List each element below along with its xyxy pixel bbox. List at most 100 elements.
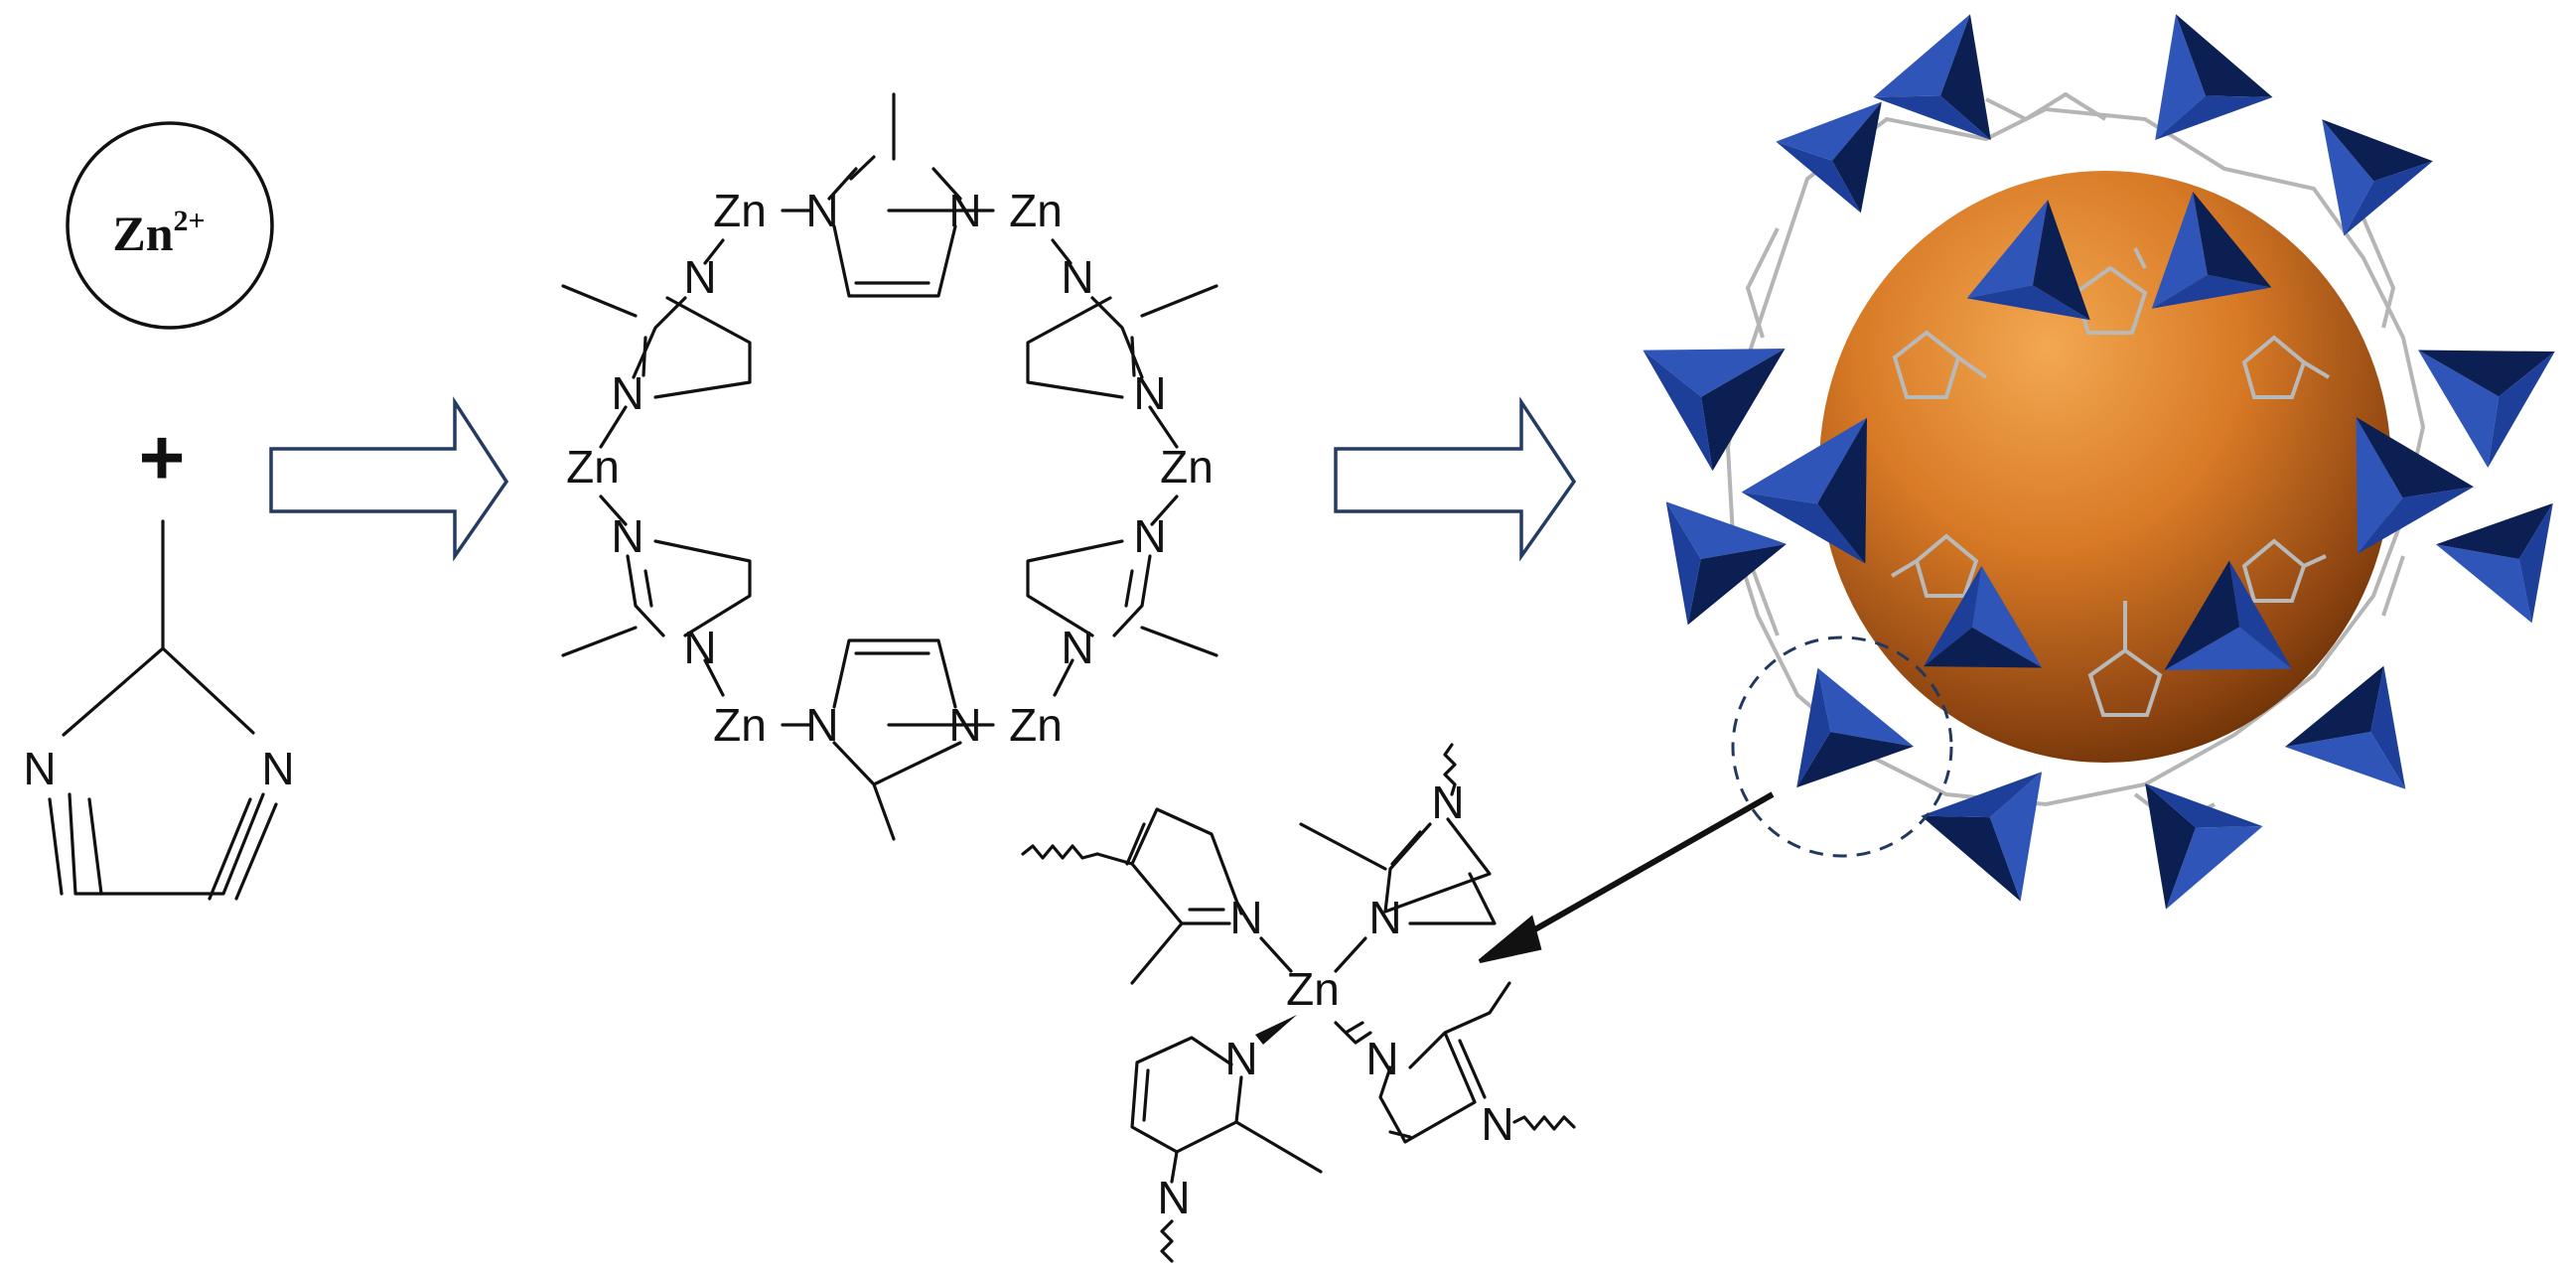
tetrahedron-face-dark xyxy=(2176,14,2273,97)
tetrahedron-icon xyxy=(2322,119,2433,236)
ring-n-lower-right-1: N xyxy=(1133,510,1166,562)
tetrahedron-face-dark xyxy=(2436,502,2553,559)
ring-imidazolate-lower-right: N N xyxy=(1026,494,1218,697)
sphere-icon xyxy=(1819,171,2391,763)
tetrahedron-icon xyxy=(2436,502,2553,624)
tetrahedron-face-dark xyxy=(2032,200,2090,321)
methylimidazole-ligand: N N xyxy=(23,519,295,901)
tetrahedron-face-dark xyxy=(1940,14,1991,141)
coord-n-lower-left-1: N xyxy=(1224,1033,1257,1084)
tetrahedron-face-base xyxy=(1796,667,1831,788)
ring-n-bottom-2: N xyxy=(948,699,981,751)
tetrahedron-face-base xyxy=(2151,274,2272,309)
tetrahedron-face-light xyxy=(2151,192,2208,309)
ligand-atom-n-right: N xyxy=(261,743,294,794)
ring-n-lower-right-2: N xyxy=(1061,622,1093,673)
tetrahedron-face-base xyxy=(2145,782,2263,828)
ring-n-upper-left-2: N xyxy=(611,367,644,419)
ring-zn-bottom-left: Zn xyxy=(713,699,767,751)
zinc-charge: 2+ xyxy=(174,205,206,237)
tetrahedron-icon xyxy=(1643,349,1786,472)
tetrahedron-face-light xyxy=(1873,14,1970,97)
zinc-ion: Zn2+ xyxy=(66,121,274,330)
ring-zn-left: Zn xyxy=(566,441,620,493)
tetrahedron-face-dark xyxy=(2145,782,2196,910)
tetrahedron-face-dark xyxy=(1817,417,1867,564)
ring-n-upper-left-1: N xyxy=(683,251,716,303)
coord-n-upper-left: N xyxy=(1229,892,1262,943)
tetrahedron-face-base xyxy=(2518,502,2553,624)
tetrahedron-face-light xyxy=(1741,417,1867,504)
tetrahedron-face-light xyxy=(2166,826,2263,910)
highlight-circle xyxy=(1731,636,1953,858)
ring-imidazolate-top: N N xyxy=(781,92,995,298)
ring-zn-top-right: Zn xyxy=(1009,185,1063,236)
ring-imidazolate-upper-left: N N xyxy=(561,238,752,449)
open-right-arrow-icon xyxy=(1334,396,1577,562)
ring-imidazolate-upper-right: N N xyxy=(1026,238,1218,449)
tetrahedron-face-dark xyxy=(1923,627,2043,668)
solid-arrow-icon xyxy=(1478,791,1775,963)
coord-n-lower-left-2: N xyxy=(1157,1172,1190,1223)
tetrahedron-face-base xyxy=(2155,95,2273,141)
ring-zn-bottom-right: Zn xyxy=(1009,699,1063,751)
open-right-arrow-icon xyxy=(269,396,509,562)
ligand-atom-n-left: N xyxy=(23,743,56,794)
zn-coordination-detail: Zn N N N N N N N xyxy=(1021,743,1576,1263)
tetrahedron-face-dark xyxy=(2356,417,2474,498)
ring-n-upper-right-1: N xyxy=(1061,251,1093,303)
tetrahedron-face-base xyxy=(1873,95,1991,141)
zn-imidazolate-ring: Zn Zn Zn Zn Zn Zn N N N N N N xyxy=(561,92,1218,841)
tetrahedron-face-dark xyxy=(2418,350,2555,397)
tetrahedron-face-light xyxy=(1989,772,2043,902)
tetrahedron-face-dark xyxy=(1796,732,1914,788)
coord-n-upper-right-1: N xyxy=(1368,892,1401,943)
imidazolate-linkers xyxy=(1890,247,2331,717)
zinc-ion-label: Zn2+ xyxy=(112,205,205,261)
tetrahedron-face-base xyxy=(1665,501,1701,626)
zinc-ion-circle xyxy=(66,121,274,330)
ring-n-lower-left-2: N xyxy=(683,622,716,673)
plus-sign: + xyxy=(139,413,186,501)
coord-n-lower-right-2: N xyxy=(1481,1098,1513,1150)
ring-n-bottom-1: N xyxy=(805,699,838,751)
ring-n-upper-right-2: N xyxy=(1133,367,1166,419)
tetrahedron-icon xyxy=(2418,350,2555,468)
tetrahedron-face-light xyxy=(1643,349,1786,397)
tetrahedron-icon xyxy=(1796,667,1914,788)
tetrahedron-face-light xyxy=(2155,14,2206,141)
ring-zn-top-left: Zn xyxy=(713,185,767,236)
coord-zn: Zn xyxy=(1286,963,1340,1015)
tetrahedron-face-light xyxy=(2164,627,2292,670)
tetrahedron-face-light xyxy=(2356,417,2403,554)
tetrahedron-face-dark xyxy=(2322,119,2433,182)
tetrahedron-icon xyxy=(2155,14,2273,141)
tetrahedron-face-dark xyxy=(2193,192,2272,288)
coord-n-upper-right-2: N xyxy=(1431,777,1464,828)
tetrahedron-face-dark xyxy=(1832,101,1882,213)
tetrahedron-icon xyxy=(2151,192,2272,309)
zif-cage xyxy=(1643,14,2555,910)
tetrahedron-face-light xyxy=(1776,101,1882,161)
tetrahedron-face-light xyxy=(1971,565,2043,668)
coord-ligand-upper-right: N N xyxy=(1299,743,1497,973)
tetrahedron-face-base xyxy=(1966,285,2090,321)
tetrahedron-face-dark xyxy=(1701,349,1786,472)
tetrahedron-face-light xyxy=(2285,731,2406,789)
tetrahedron-face-light xyxy=(2322,119,2374,236)
ring-zn-right: Zn xyxy=(1160,441,1214,493)
tetrahedron-icon xyxy=(1873,14,1991,141)
tetrahedron-icon xyxy=(2145,782,2263,910)
tetrahedron-face-base xyxy=(1921,772,2043,818)
tetrahedron-face-light xyxy=(1665,501,1787,560)
coord-ligand-lower-left: N N xyxy=(1130,1015,1323,1263)
tetrahedron-face-light xyxy=(2418,350,2500,468)
tetrahedron-icon xyxy=(2164,560,2292,670)
tetrahedron-face-dark xyxy=(2164,560,2240,670)
ring-n-top-1: N xyxy=(805,185,838,236)
ring-n-top-2: N xyxy=(948,185,981,236)
coord-n-lower-right-1: N xyxy=(1365,1033,1398,1084)
ring-n-lower-left-1: N xyxy=(611,510,644,562)
coord-ligand-lower-right: N N xyxy=(1334,981,1576,1150)
